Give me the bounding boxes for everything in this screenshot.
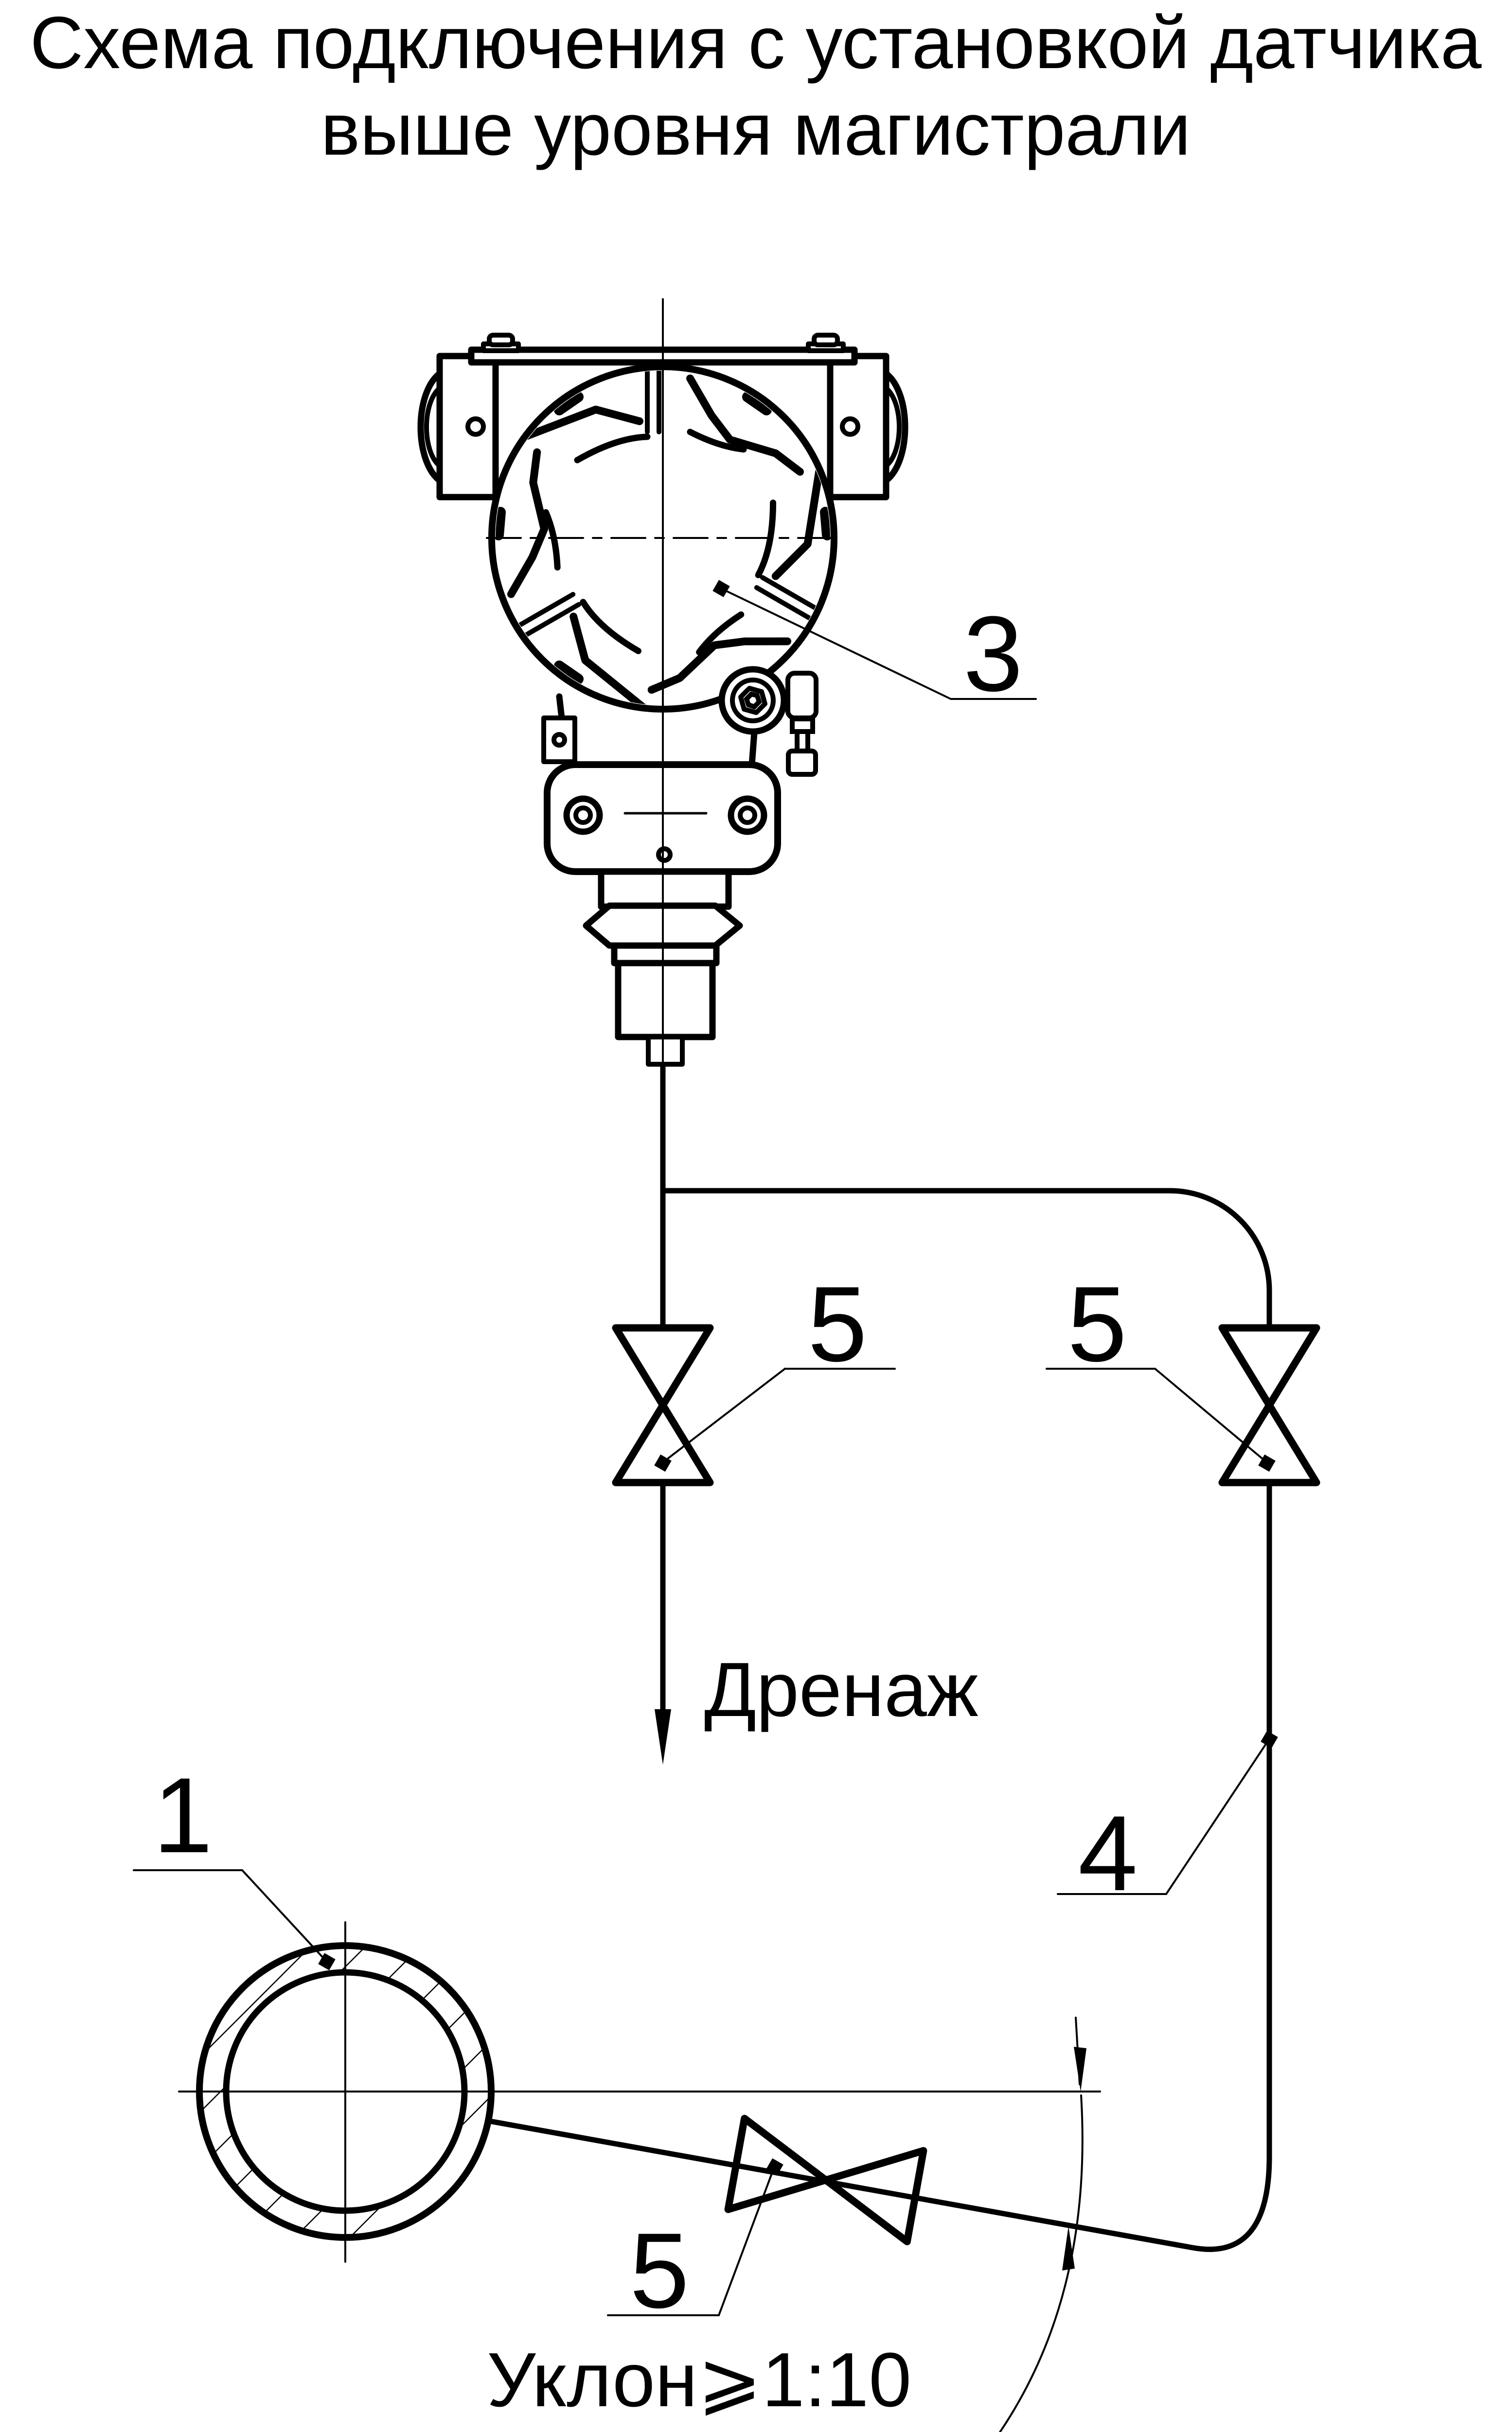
cover-grip-pattern <box>496 369 830 742</box>
gland-hex-hole <box>744 691 762 710</box>
callout-main-pipeline: 1 <box>133 1755 336 1970</box>
callout-number-valve: 5 <box>630 2211 689 2330</box>
leader-line <box>1165 1739 1269 1895</box>
title-line-2: выше уровня магистрали <box>321 88 1191 171</box>
callout-valve-drain: 5 <box>654 1264 896 1472</box>
flange-bolt-left-hole <box>573 805 593 825</box>
flange-bolt-right-hole <box>738 805 757 825</box>
callout-number-valve: 5 <box>808 1264 867 1384</box>
slope-label: Уклон⩾1:10 <box>487 2337 911 2423</box>
pipe-top-corner-arc <box>1169 1188 1272 1291</box>
callout-number-transmitter: 3 <box>963 594 1023 714</box>
adapter-block <box>598 868 732 910</box>
callout-valve-root: 5 <box>607 2158 783 2330</box>
flange-bolt-right <box>728 795 767 835</box>
slope-arrow-down-icon <box>1074 2047 1086 2092</box>
slope-dimension-arc <box>998 2094 1084 2432</box>
pressure-transmitter <box>417 298 908 1067</box>
drain-arrow-icon <box>655 1709 671 1765</box>
callout-transmitter: 3 <box>712 580 1037 714</box>
pipe-bottom-corner-arc <box>1192 2156 1272 2252</box>
neck-tab-hole <box>551 732 567 748</box>
cover-rim-tick <box>820 507 830 540</box>
housing-left-hole <box>465 416 486 437</box>
flange-bolt-left <box>563 795 603 835</box>
main-pipeline-section <box>178 1921 1101 2263</box>
housing-bolt-right <box>812 333 840 347</box>
ground-clip <box>786 716 818 777</box>
housing-left-cap <box>417 370 443 484</box>
drain-label: Дренаж <box>704 1647 978 1733</box>
leader-marker <box>654 1454 672 1472</box>
slope-arrow-up-icon <box>1062 2226 1075 2271</box>
callout-number-valve: 5 <box>1067 1264 1127 1384</box>
title-line-1: Схема подключения с установкой датчика <box>30 1 1482 84</box>
slope-dimension: Уклон⩾1:10 <box>487 2017 1086 2432</box>
leader-line <box>718 2167 775 2316</box>
callout-number-impulse-line: 4 <box>1078 1793 1138 1913</box>
flange-center-dot <box>656 846 673 863</box>
cover-rim-tick <box>554 661 584 684</box>
housing-bolt-left <box>487 333 515 347</box>
cover-rim-tick <box>496 507 506 540</box>
impulse-piping <box>487 1064 1272 2252</box>
leader-line <box>1154 1368 1264 1460</box>
housing-right-hole <box>840 416 860 437</box>
title-block: Схема подключения с установкой датчика в… <box>30 1 1482 171</box>
cable-gland <box>718 666 787 735</box>
leader-line <box>241 1869 327 1962</box>
callout-valve-impulse-top: 5 <box>1046 1264 1276 1472</box>
neck-tab <box>541 715 577 764</box>
conduit-plug <box>785 671 818 720</box>
leader-marker <box>1261 1731 1278 1748</box>
callout-number-main-pipeline: 1 <box>153 1755 213 1875</box>
stub-tip <box>646 1035 685 1067</box>
housing-right-cap <box>883 370 908 484</box>
cover-rim-tick <box>742 392 772 415</box>
housing-left-cap-inner <box>424 386 442 468</box>
callout-impulse-line: 4 <box>1057 1731 1278 1913</box>
housing-right-cap-inner <box>884 386 902 468</box>
leader-marker <box>766 2158 783 2176</box>
leader-line <box>720 588 952 700</box>
valve-root <box>724 2114 927 2246</box>
leader-line <box>667 1368 786 1459</box>
pipe-sloped-line <box>487 2118 1193 2251</box>
threaded-stub <box>615 960 716 1040</box>
cover-rim-tick <box>554 392 584 415</box>
neck-right-edge <box>748 729 758 768</box>
